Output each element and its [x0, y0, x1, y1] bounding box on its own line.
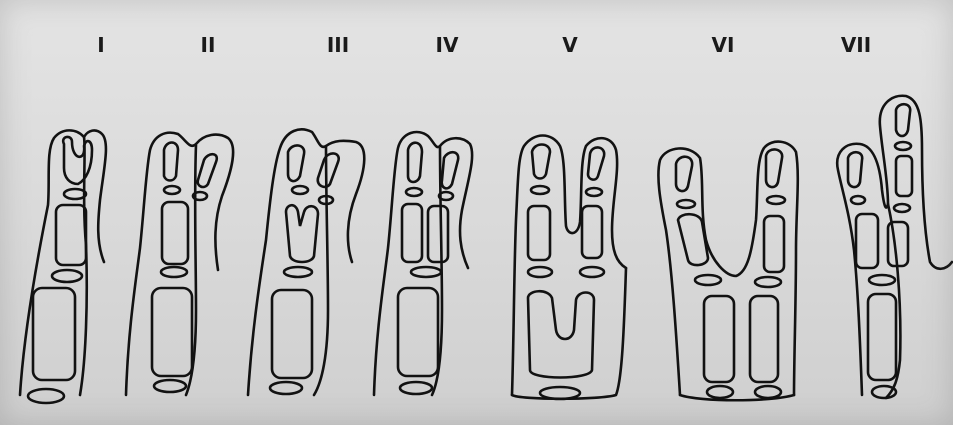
label-type-7: VII — [841, 33, 871, 57]
digit-type-4 — [374, 132, 472, 395]
label-type-4: IV — [436, 33, 459, 57]
digit-type-6 — [658, 142, 797, 401]
label-type-3: III — [327, 33, 349, 57]
digit-type-1 — [20, 130, 106, 403]
digit-type-7 — [837, 96, 952, 398]
digit-type-2 — [126, 133, 233, 395]
label-type-6: VI — [712, 33, 735, 57]
digit-type-3 — [248, 129, 364, 395]
label-type-5: V — [562, 33, 578, 57]
label-type-1: I — [97, 33, 104, 57]
digit-type-5 — [512, 136, 626, 400]
label-type-2: II — [201, 33, 216, 57]
